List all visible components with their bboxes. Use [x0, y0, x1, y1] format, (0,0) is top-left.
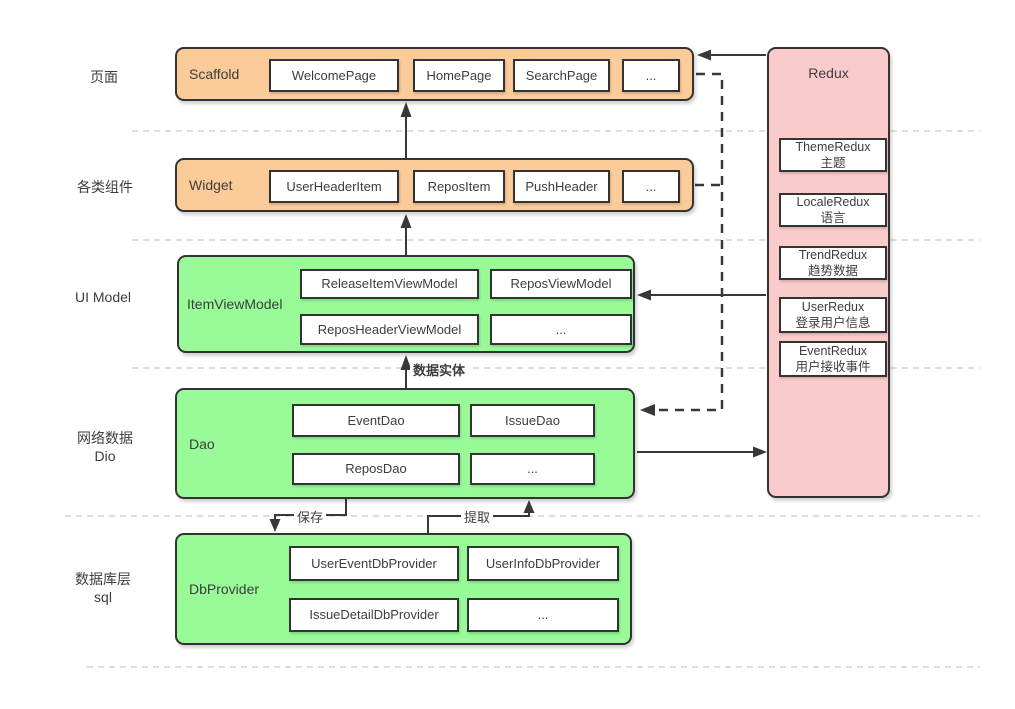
dao-group: Dao EventDao IssueDao ReposDao ... [175, 388, 635, 499]
node-issue-detail-db-provider: IssueDetailDbProvider [289, 598, 459, 632]
node-home-page: HomePage [413, 59, 505, 92]
node-event-redux: EventRedux 用户接收事件 [779, 341, 887, 377]
row-label-widgets: 各类组件 [77, 179, 133, 195]
node-user-header-item: UserHeaderItem [269, 170, 399, 203]
dashed-arrow-scaffold-widget-to-dao [655, 72, 724, 412]
node-widget-more: ... [622, 170, 680, 203]
node-scaffold-more: ... [622, 59, 680, 92]
arrow-dao-to-redux [637, 446, 767, 458]
row-label-database-sql: 数据库层 sql [75, 571, 131, 605]
redux-group-label: Redux [808, 65, 849, 81]
node-search-page: SearchPage [513, 59, 610, 92]
item-view-model-group: ItemViewModel ReleaseItemViewModel Repos… [177, 255, 635, 353]
arrow-redux-to-itemviewmodel [637, 289, 766, 301]
node-user-redux: UserRedux 登录用户信息 [779, 297, 887, 333]
arrow-redux-to-scaffold [697, 49, 766, 61]
arrow-dao-to-itemviewmodel [400, 355, 412, 388]
node-release-item-view-model: ReleaseItemViewModel [300, 269, 479, 299]
node-theme-redux: ThemeRedux 主题 [779, 138, 887, 172]
edge-label-extract: 提取 [461, 507, 494, 526]
dashed-arrowhead-dao [640, 404, 655, 416]
widget-group: Widget UserHeaderItem ReposItem PushHead… [175, 158, 694, 212]
db-provider-group: DbProvider UserEventDbProvider UserInfoD… [175, 533, 632, 645]
node-repos-view-model: ReposViewModel [490, 269, 632, 299]
node-event-dao: EventDao [292, 404, 460, 437]
node-user-event-db-provider: UserEventDbProvider [289, 546, 459, 581]
arrow-itemviewmodel-to-widget [400, 214, 412, 255]
row-label-network-dio: 网络数据 Dio [77, 430, 133, 464]
dao-group-label: Dao [189, 435, 215, 452]
node-issue-dao: IssueDao [470, 404, 595, 437]
node-locale-redux: LocaleRedux 语言 [779, 193, 887, 227]
item-view-model-group-label: ItemViewModel [187, 296, 283, 312]
node-repos-dao: ReposDao [292, 453, 460, 485]
node-welcome-page: WelcomePage [269, 59, 399, 92]
node-repos-item: ReposItem [413, 170, 505, 203]
edge-label-save: 保存 [294, 507, 327, 526]
scaffold-group: Scaffold WelcomePage HomePage SearchPage… [175, 47, 694, 101]
node-dao-more: ... [470, 453, 595, 485]
node-user-info-db-provider: UserInfoDbProvider [467, 546, 619, 581]
node-item-view-model-more: ... [490, 314, 632, 345]
row-label-ui-model: UI Model [74, 289, 132, 305]
node-push-header: PushHeader [513, 170, 610, 203]
node-repos-header-view-model: ReposHeaderViewModel [300, 314, 479, 345]
db-provider-group-label: DbProvider [189, 581, 260, 597]
edge-label-data-entity: 数据实体 [410, 360, 469, 379]
arrow-widget-to-scaffold [400, 102, 412, 158]
scaffold-group-label: Scaffold [189, 66, 240, 82]
node-db-provider-more: ... [467, 598, 619, 632]
row-label-pages: 页面 [90, 69, 118, 85]
widget-group-label: Widget [189, 177, 233, 193]
node-trend-redux: TrendRedux 趋势数据 [779, 246, 887, 280]
redux-group: Redux ThemeRedux 主题 LocaleRedux 语言 Trend… [767, 47, 890, 498]
